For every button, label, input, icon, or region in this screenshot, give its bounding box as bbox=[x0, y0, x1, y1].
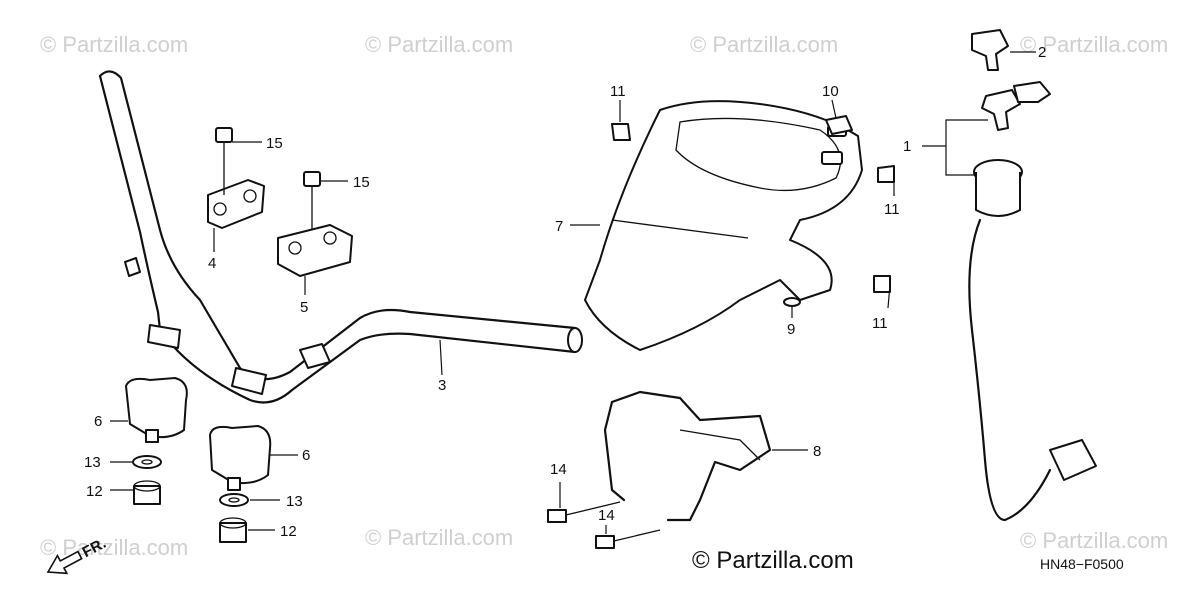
copyright-text: © Partzilla.com bbox=[692, 547, 854, 574]
callout-15a: 15 bbox=[266, 135, 283, 152]
callout-15b: 15 bbox=[353, 174, 370, 191]
callout-5: 5 bbox=[300, 299, 308, 316]
watermarks: © Partzilla.com © Partzilla.com © Partzi… bbox=[40, 32, 1168, 560]
callout-4: 4 bbox=[208, 255, 216, 272]
upper-holder-4 bbox=[207, 127, 265, 229]
watermark: © Partzilla.com bbox=[40, 32, 188, 57]
callout-13b: 13 bbox=[286, 493, 303, 510]
watermark: © Partzilla.com bbox=[365, 525, 513, 550]
callout-1: 1 bbox=[903, 138, 911, 155]
watermark: © Partzilla.com bbox=[40, 535, 188, 560]
callout-8: 8 bbox=[813, 443, 821, 460]
callout-11c: 11 bbox=[872, 315, 888, 332]
callout-6a: 6 bbox=[94, 413, 102, 430]
lower-holder-6b bbox=[209, 425, 272, 491]
figure-code: HN48−F0500 bbox=[1040, 556, 1124, 572]
callout-10: 10 bbox=[822, 83, 839, 100]
callout-14a: 14 bbox=[550, 461, 567, 478]
cover-stay bbox=[603, 390, 772, 522]
watermark: © Partzilla.com bbox=[690, 32, 838, 57]
callout-9: 9 bbox=[787, 321, 795, 338]
handlebar-cover bbox=[584, 100, 863, 351]
callout-14b: 14 bbox=[598, 507, 615, 524]
handlebar bbox=[98, 70, 583, 404]
callout-11b: 11 bbox=[884, 201, 900, 218]
callout-12a: 12 bbox=[86, 483, 103, 500]
bolts-14 bbox=[547, 501, 661, 549]
watermark: © Partzilla.com bbox=[1020, 528, 1168, 553]
callout-12b: 12 bbox=[280, 523, 297, 540]
callout-3: 3 bbox=[438, 377, 446, 394]
callout-13a: 13 bbox=[84, 454, 101, 471]
callout-7: 7 bbox=[555, 218, 563, 235]
upper-holder-5 bbox=[277, 171, 353, 277]
watermark: © Partzilla.com bbox=[365, 32, 513, 57]
leader-lines bbox=[110, 51, 1036, 534]
washers-nuts bbox=[132, 455, 249, 543]
callouts: 1 2 3 4 5 6 6 7 8 9 10 11 11 11 12 12 13… bbox=[84, 44, 1046, 540]
watermark: © Partzilla.com bbox=[1020, 32, 1168, 57]
lower-holder-6a bbox=[125, 377, 188, 443]
callout-6b: 6 bbox=[302, 447, 310, 464]
callout-11a: 11 bbox=[610, 83, 626, 100]
screws bbox=[611, 115, 895, 307]
callout-2: 2 bbox=[1038, 44, 1046, 61]
ignition-switch bbox=[968, 29, 1097, 522]
